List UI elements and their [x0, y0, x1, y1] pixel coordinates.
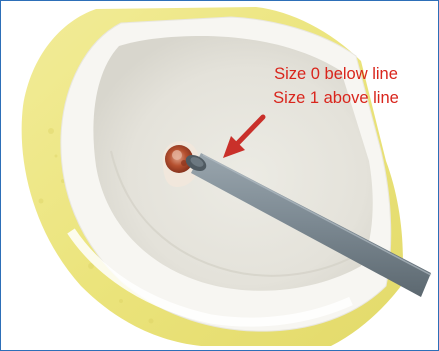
size-annotation: Size 0 below line Size 1 above line	[241, 62, 431, 110]
annotation-line-1: Size 0 below line	[241, 62, 431, 86]
annotation-line-2: Size 1 above line	[241, 86, 431, 110]
